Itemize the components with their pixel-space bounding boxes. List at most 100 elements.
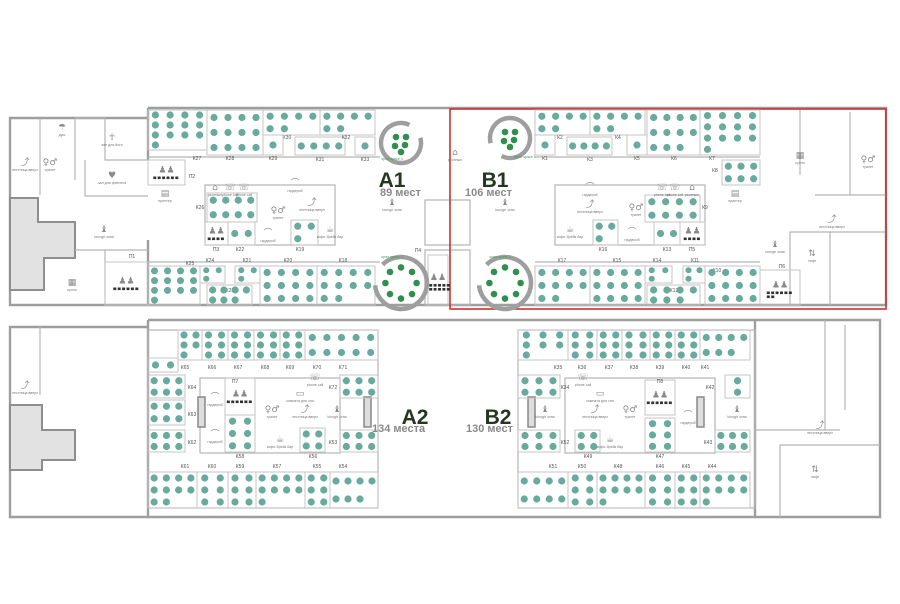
seat[interactable]: [586, 331, 594, 339]
seat[interactable]: [703, 134, 712, 142]
seat[interactable]: [650, 286, 658, 294]
seat[interactable]: [690, 331, 698, 339]
seat[interactable]: [702, 348, 710, 357]
seat[interactable]: [350, 112, 358, 120]
room-к72[interactable]: К72: [329, 374, 379, 399]
seat[interactable]: [593, 268, 601, 277]
seat[interactable]: [320, 281, 328, 290]
seat[interactable]: [521, 442, 529, 451]
seat[interactable]: [386, 290, 394, 298]
seat[interactable]: [677, 474, 685, 482]
seat[interactable]: [192, 341, 200, 349]
seat[interactable]: [337, 348, 346, 357]
seat[interactable]: [217, 351, 226, 359]
seat[interactable]: [175, 442, 183, 451]
seat[interactable]: [307, 474, 315, 482]
seat[interactable]: [702, 486, 710, 494]
seat[interactable]: [650, 128, 658, 137]
open-space[interactable]: open space 3: [372, 254, 430, 312]
room-к56[interactable]: К56: [299, 427, 326, 460]
seat[interactable]: [368, 388, 376, 396]
room-к55[interactable]: К55: [304, 464, 331, 509]
seat[interactable]: [163, 286, 172, 294]
seat[interactable]: [204, 351, 213, 359]
seat[interactable]: [222, 196, 230, 204]
seat[interactable]: [689, 128, 697, 137]
seat[interactable]: [675, 198, 683, 206]
seat[interactable]: [501, 295, 509, 302]
room-к3[interactable]: К3: [566, 136, 613, 163]
room-к66[interactable]: К66: [177, 329, 216, 371]
seat[interactable]: [355, 442, 363, 451]
seat[interactable]: [663, 442, 672, 450]
seat[interactable]: [162, 388, 171, 396]
seat[interactable]: [517, 279, 524, 287]
room-к35[interactable]: К35: [517, 329, 569, 371]
seat[interactable]: [203, 267, 210, 274]
seat[interactable]: [230, 331, 239, 339]
seat[interactable]: [735, 294, 743, 303]
room-к57[interactable]: К57: [255, 464, 306, 509]
seat[interactable]: [538, 112, 546, 120]
seat[interactable]: [277, 281, 285, 290]
room-к65[interactable]: К65: [147, 357, 189, 373]
seat[interactable]: [650, 296, 658, 304]
seat[interactable]: [162, 474, 170, 482]
open-space[interactable]: open space 4: [378, 120, 424, 166]
seat[interactable]: [607, 112, 615, 120]
seat[interactable]: [665, 351, 673, 359]
seat[interactable]: [180, 331, 188, 339]
seat[interactable]: [565, 112, 573, 120]
seat[interactable]: [612, 341, 620, 349]
room-к11[interactable]: К11: [682, 258, 706, 284]
seat[interactable]: [571, 351, 579, 359]
seat[interactable]: [355, 388, 363, 396]
seat[interactable]: [750, 162, 758, 170]
seat[interactable]: [675, 211, 683, 219]
seat[interactable]: [323, 125, 331, 133]
seat[interactable]: [320, 498, 328, 506]
room-к68[interactable]: К68: [227, 329, 269, 371]
seat[interactable]: [669, 229, 678, 238]
room-к6[interactable]: К6: [646, 109, 701, 162]
seat[interactable]: [749, 281, 757, 290]
seat[interactable]: [522, 331, 530, 339]
seat[interactable]: [586, 498, 594, 506]
seat[interactable]: [344, 477, 352, 485]
seat[interactable]: [727, 474, 735, 482]
seat[interactable]: [216, 498, 224, 506]
seat[interactable]: [690, 351, 698, 359]
seat[interactable]: [258, 474, 266, 482]
seat[interactable]: [307, 486, 315, 494]
open-space[interactable]: open space 1: [487, 115, 536, 161]
seat[interactable]: [579, 281, 587, 290]
seat[interactable]: [685, 267, 692, 274]
seat[interactable]: [209, 211, 217, 219]
seat[interactable]: [586, 474, 594, 482]
seat[interactable]: [733, 123, 742, 131]
seat[interactable]: [307, 222, 315, 230]
seat[interactable]: [569, 142, 577, 150]
seat[interactable]: [283, 486, 291, 494]
seat[interactable]: [397, 264, 405, 271]
seat[interactable]: [280, 125, 288, 133]
seat[interactable]: [162, 377, 171, 385]
room-к71[interactable]: К71: [304, 329, 379, 371]
seat[interactable]: [552, 125, 560, 133]
seat[interactable]: [552, 281, 560, 290]
seat[interactable]: [538, 294, 546, 303]
seat[interactable]: [252, 128, 260, 137]
meeting-room-п6[interactable]: П6♟♟: [759, 264, 801, 306]
seat[interactable]: [364, 112, 372, 120]
room-к29[interactable]: К29: [262, 134, 284, 162]
seat[interactable]: [166, 111, 174, 119]
seat[interactable]: [501, 264, 509, 271]
seat[interactable]: [306, 294, 314, 303]
seat[interactable]: [702, 333, 710, 342]
seat[interactable]: [210, 143, 218, 152]
seat[interactable]: [162, 442, 171, 451]
room-к12[interactable]: К12: [646, 284, 701, 306]
seat[interactable]: [175, 415, 183, 423]
seat[interactable]: [162, 402, 171, 410]
